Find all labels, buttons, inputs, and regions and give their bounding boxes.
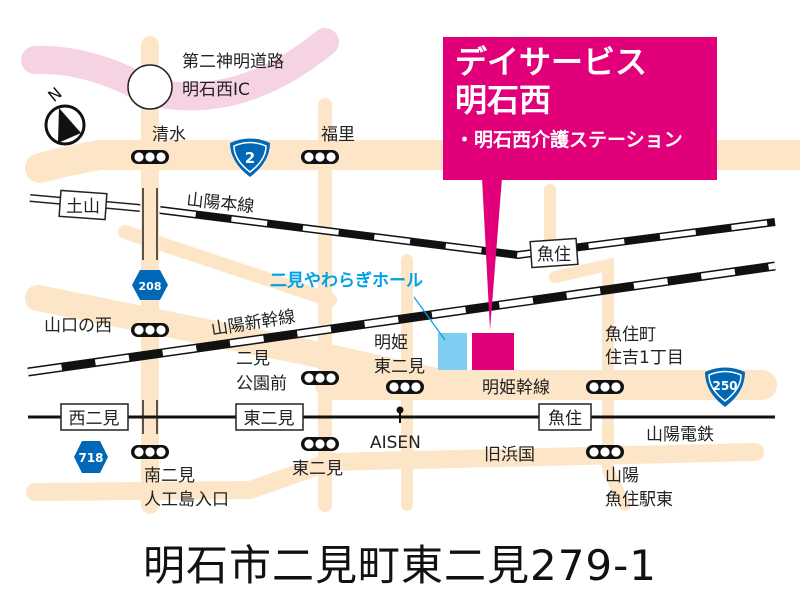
label-uozumi-cho-2: 住吉1丁目 [605,348,684,368]
station-label: 東二見 [244,409,295,429]
label-meihime-2: 東二見 [374,357,425,377]
svg-text:208: 208 [139,280,162,293]
svg-text:718: 718 [78,451,103,465]
facility-callout[interactable]: デイサービス 明石西 ・明石西介護ステーション [443,37,717,180]
facility-block[interactable] [472,333,514,370]
facility-name-2: 明石西 [455,81,552,119]
label-sanyo-uozumi: 山陽 [605,466,639,486]
traffic-signal-icon [301,371,339,385]
road-vertical-uozumi [549,257,631,511]
road-diagonal-upper [118,225,337,307]
station-nishi-futami: 西二見 [60,403,129,431]
aisen-marker-icon [396,406,404,423]
station-uozumi-sanyo: 魚住 [538,403,592,431]
station-tsuchiyama: 土山 [58,189,108,221]
traffic-signal-icon [131,150,169,164]
station-label: 魚住 [548,409,582,429]
label-meihime: 明姫 [374,333,408,353]
traffic-signal-icon [386,380,424,394]
label-sanyo-dentetsu: 山陽電鉄 [646,425,714,445]
north-compass-icon: N [44,83,86,146]
station-uozumi-jr: 魚住 [529,237,579,269]
label-aisen: AISEN [370,433,421,453]
svg-text:2: 2 [245,149,255,167]
traffic-signal-icon [131,445,169,459]
route-shield-250: 250 [705,367,745,407]
traffic-signal-icon [301,437,339,451]
facility-name: デイサービス [455,43,648,81]
label-yamaguchi-nishi: 山口の西 [44,316,112,336]
map-labels: 第二神明道路 明石西IC 清水 福里 山陽本線 山陽新幹線 山口の西 二見 公園… [44,52,714,510]
label-minami-futami: 南二見 [144,466,195,486]
traffic-signals [131,150,624,459]
neighbor-leader-line [413,296,446,341]
road-national-2 [25,140,800,183]
route-shield-208: 208 [132,270,168,300]
overpass-lines [142,188,158,434]
label-kyu-hamakoku: 旧浜国 [484,445,535,465]
label-futami-park: 二見 [236,349,270,369]
label-futami-park-2: 公園前 [236,374,287,394]
label-sanyo-uozumi-2: 魚住駅東 [605,490,673,510]
rail-shinkansen [27,261,776,377]
neighbor-hall-block[interactable] [438,333,467,370]
label-uozumi-cho: 魚住町 [605,325,656,345]
traffic-signal-icon [131,323,169,337]
label-expressway: 第二神明道路 [182,52,284,72]
callout-pointer [482,178,502,330]
station-label: 西二見 [69,409,120,429]
svg-text:250: 250 [712,379,737,393]
label-fukusato: 福里 [321,125,355,145]
station-label: 魚住 [537,245,571,265]
address: 明石市二見町東二見279-1 [142,541,658,590]
svg-text:N: N [44,83,65,105]
traffic-signal-icon [301,150,339,164]
station-label: 土山 [66,197,100,217]
station-higashi-futami: 東二見 [235,403,304,431]
label-higashi-futami-signal: 東二見 [292,459,343,479]
label-shimizu: 清水 [152,125,186,145]
traffic-signal-icon [586,445,624,459]
facility-subtitle: ・明石西介護ステーション [455,129,683,151]
route-shield-718: 718 [74,441,108,473]
traffic-signal-icon [586,380,624,394]
label-meihime-kansen: 明姫幹線 [482,377,550,398]
interchange-icon [127,64,173,110]
road-718 [26,443,764,501]
neighbor-hall-label: 二見やわらぎホール [270,270,423,291]
label-ic: 明石西IC [182,80,250,100]
route-shield-2: 2 [230,138,270,177]
label-minami-futami-2: 人工島入口 [144,490,229,510]
